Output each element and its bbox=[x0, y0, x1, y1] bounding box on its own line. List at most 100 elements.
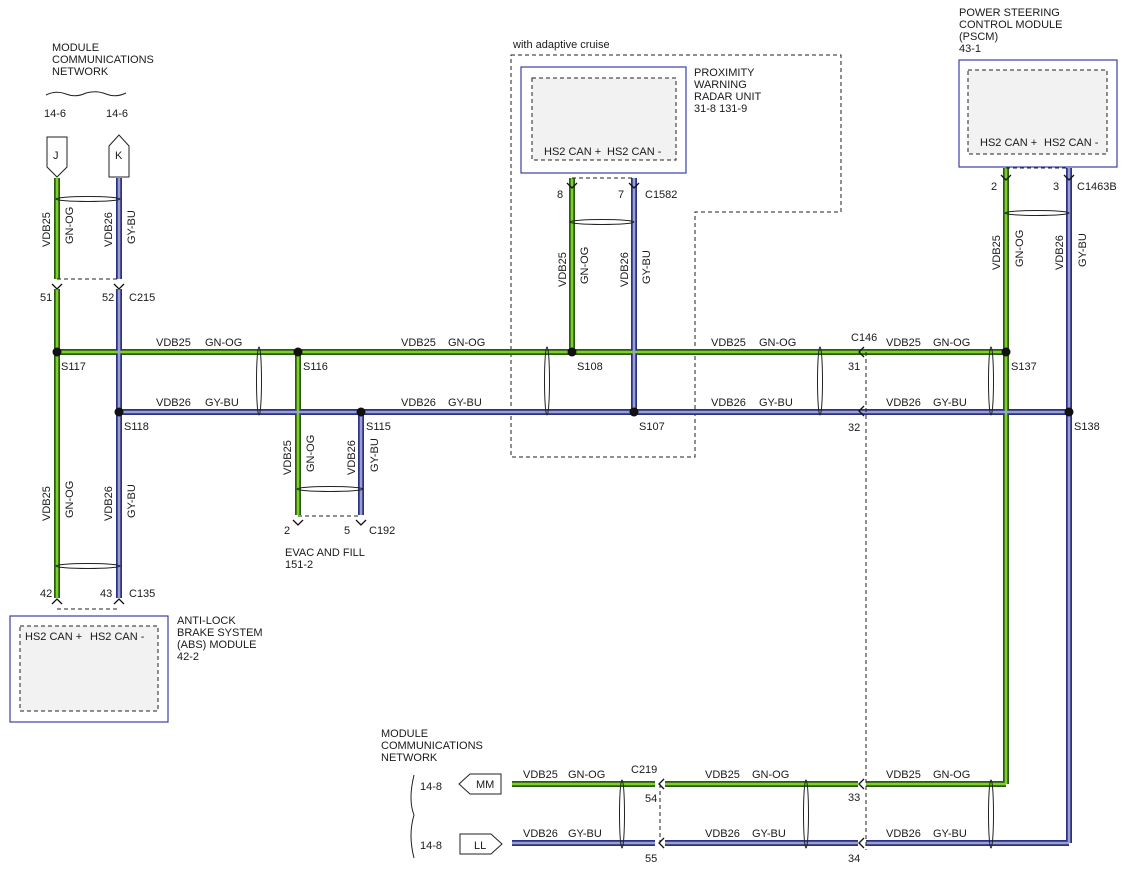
wire-label-g1: VDB25 bbox=[156, 337, 191, 349]
c215-pin-b: 52 bbox=[102, 292, 114, 304]
splice-label-s115: S115 bbox=[366, 421, 391, 433]
pscm-title-2: CONTROL MODULE bbox=[959, 19, 1063, 31]
splice-s138 bbox=[1064, 407, 1074, 417]
radar-ref: 31-8 131-9 bbox=[694, 103, 747, 115]
radar-title-1: PROXIMITY bbox=[694, 67, 755, 79]
vlabel-g-pscm-c: GN-OG bbox=[1014, 230, 1026, 267]
c146-name: C146 bbox=[851, 332, 877, 344]
splice-label-s116: S116 bbox=[303, 361, 328, 373]
c146-pin-33: 33 bbox=[848, 792, 860, 804]
pscm-module[interactable]: HS2 CAN + HS2 CAN - bbox=[958, 59, 1118, 168]
top-network-title-3: NETWORK bbox=[52, 66, 109, 78]
top-network-ref-k: 14-6 bbox=[106, 108, 128, 120]
vlabel-b-top-l: VDB26 bbox=[103, 212, 115, 247]
vlabel-b-abs: VDB26 bbox=[103, 486, 115, 521]
c1463b-pin-b: 3 bbox=[1053, 181, 1059, 193]
c1582-pin-g: 8 bbox=[557, 189, 563, 201]
abs-pin-a: HS2 CAN + bbox=[25, 631, 82, 643]
wire-label-b4c: GY-BU bbox=[933, 397, 967, 409]
wire-label-g2c: GN-OG bbox=[448, 337, 485, 349]
bottom-network-label: MODULE COMMUNICATIONS NETWORK 14-8 14-8 bbox=[381, 728, 483, 859]
c135-pin-b: 43 bbox=[100, 588, 112, 600]
wire-label-g6: VDB25 bbox=[705, 769, 740, 781]
pscm-ref: 43-1 bbox=[959, 43, 981, 55]
vlabel-g-pscm: VDB25 bbox=[991, 235, 1003, 270]
wire-label-b6: VDB26 bbox=[705, 828, 740, 840]
wire-label-g7c: GN-OG bbox=[933, 769, 970, 781]
adaptive-cruise-region bbox=[510, 54, 842, 458]
tag-mm[interactable]: MM bbox=[458, 773, 502, 795]
wire-label-g4: VDB25 bbox=[886, 337, 921, 349]
vlabel-b-top-l-c: GY-BU bbox=[126, 210, 138, 244]
wire-label-b3c: GY-BU bbox=[759, 397, 793, 409]
splice-s137 bbox=[1001, 347, 1011, 357]
wire-label-b5c: GY-BU bbox=[568, 828, 602, 840]
twist-markers bbox=[55, 196, 1070, 849]
pscm-label: POWER STEERING CONTROL MODULE (PSCM) 43-… bbox=[959, 7, 1063, 55]
network-brace-icon-2 bbox=[410, 774, 415, 859]
wire-label-g5c: GN-OG bbox=[568, 769, 605, 781]
top-network-title-1: MODULE bbox=[52, 42, 99, 54]
radar-title-2: WARNING bbox=[694, 79, 747, 91]
c1582-name: C1582 bbox=[645, 189, 677, 201]
wire-label-b7c: GY-BU bbox=[933, 828, 967, 840]
vlabel-b-pscm-c: GY-BU bbox=[1077, 233, 1089, 267]
splice-s118 bbox=[114, 407, 124, 417]
wire-label-b1c: GY-BU bbox=[205, 397, 239, 409]
connector-dashes bbox=[57, 167, 1069, 850]
abs-module[interactable]: HS2 CAN + HS2 CAN - bbox=[9, 615, 169, 723]
wires-layer bbox=[54, 168, 1072, 846]
wire-label-b7: VDB26 bbox=[886, 828, 921, 840]
abs-ref: 42-2 bbox=[177, 651, 199, 663]
tag-k[interactable]: K bbox=[108, 134, 130, 178]
splice-label-s138: S138 bbox=[1074, 421, 1100, 433]
c146-pin-34: 34 bbox=[848, 853, 860, 865]
evac-ref: 151-2 bbox=[285, 559, 313, 571]
bottom-network-ref-ll: 14-8 bbox=[420, 840, 442, 852]
bottom-network-title-1: MODULE bbox=[381, 728, 428, 740]
wire-label-g4c: GN-OG bbox=[933, 337, 970, 349]
wire-labels: VDB25 GN-OG VDB25 GN-OG VDB25 GN-OG VDB2… bbox=[41, 207, 1089, 840]
vlabel-g-evac: VDB25 bbox=[282, 440, 294, 475]
evac-title: EVAC AND FILL bbox=[285, 547, 365, 559]
wire-label-b2: VDB26 bbox=[401, 397, 436, 409]
c219-pin-54: 54 bbox=[645, 793, 657, 805]
vlabel-b-evac: VDB26 bbox=[346, 440, 358, 475]
vlabel-g-radar-c: GN-OG bbox=[579, 247, 591, 284]
pscm-title-3: (PSCM) bbox=[959, 31, 998, 43]
wire-label-g7: VDB25 bbox=[886, 769, 921, 781]
wire-label-b1: VDB26 bbox=[156, 397, 191, 409]
tag-j[interactable]: J bbox=[46, 136, 68, 178]
c1582-pin-b: 7 bbox=[618, 189, 624, 201]
bottom-network-title-2: COMMUNICATIONS bbox=[381, 740, 483, 752]
vlabel-g-top-l-c: GN-OG bbox=[64, 207, 76, 244]
top-network-title-2: COMMUNICATIONS bbox=[52, 54, 154, 66]
abs-title-3: (ABS) MODULE bbox=[177, 639, 256, 651]
splice-s108 bbox=[567, 347, 577, 357]
radar-pin-b: HS2 CAN - bbox=[607, 146, 662, 158]
tag-ll[interactable]: LL bbox=[459, 833, 503, 855]
c1463b-name: C1463B bbox=[1077, 181, 1117, 193]
bottom-network-title-3: NETWORK bbox=[381, 752, 438, 764]
connector-labels: 51 52 C215 8 7 C1582 2 3 C1463B C146 31 … bbox=[40, 181, 1117, 865]
c219-name: C219 bbox=[631, 764, 657, 776]
vlabel-g-abs-c: GN-OG bbox=[64, 481, 76, 518]
splice-s117 bbox=[52, 347, 62, 357]
pscm-pin-a: HS2 CAN + bbox=[980, 137, 1037, 149]
tag-j-label: J bbox=[53, 150, 59, 162]
vlabel-b-pscm: VDB26 bbox=[1054, 235, 1066, 270]
splice-s115 bbox=[356, 407, 366, 417]
c215-pin-g: 51 bbox=[40, 292, 52, 304]
abs-pin-b: HS2 CAN - bbox=[90, 631, 145, 643]
radar-module[interactable]: HS2 CAN + HS2 CAN - bbox=[520, 66, 687, 174]
wire-label-g2: VDB25 bbox=[401, 337, 436, 349]
c215-name: C215 bbox=[129, 292, 155, 304]
splice-label-s137: S137 bbox=[1011, 361, 1037, 373]
tag-k-label: K bbox=[115, 150, 123, 162]
wire-label-g1c: GN-OG bbox=[205, 337, 242, 349]
vlabel-b-radar-c: GY-BU bbox=[641, 250, 653, 284]
vlabel-g-radar: VDB25 bbox=[557, 252, 569, 287]
radar-label: PROXIMITY WARNING RADAR UNIT 31-8 131-9 bbox=[694, 67, 762, 115]
vlabel-g-abs: VDB25 bbox=[41, 486, 53, 521]
